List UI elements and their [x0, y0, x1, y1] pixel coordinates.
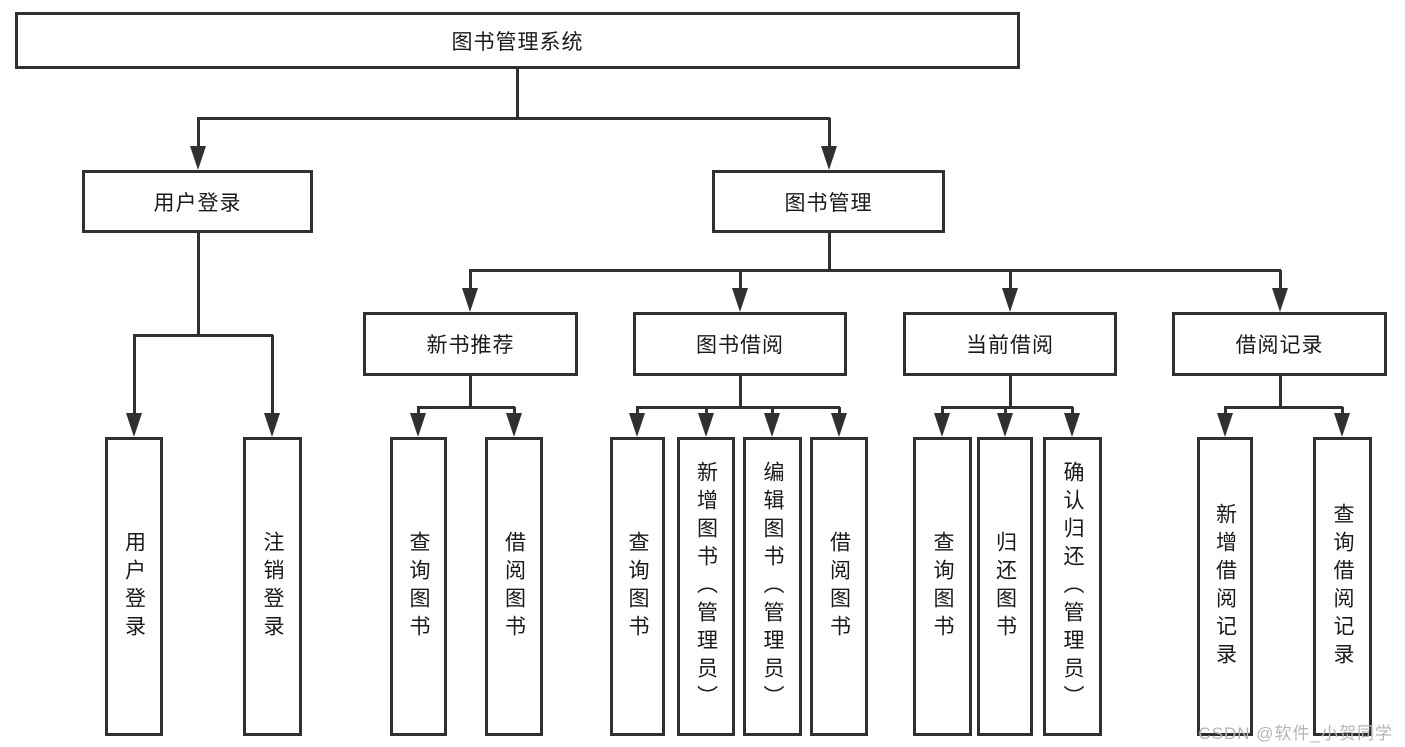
node-book-borrowing: 图书借阅 [633, 312, 847, 376]
connector-line [197, 233, 200, 337]
leaf-bb-edit-books-admin: 编辑图书（管理员） [743, 437, 802, 736]
connector-line [941, 406, 1073, 409]
node-book-management: 图书管理 [712, 170, 945, 233]
leaf-cb-return-books: 归还图书 [977, 437, 1033, 736]
connector-line [1279, 375, 1282, 409]
connector-line [828, 233, 831, 272]
connector-line [469, 269, 1281, 272]
connector-line [705, 407, 708, 417]
arrow-down-icon [126, 413, 142, 437]
arrow-down-icon [764, 413, 780, 437]
arrow-down-icon [1334, 413, 1350, 437]
node-borrowing-records: 借阅记录 [1172, 312, 1387, 376]
arrow-down-icon [1217, 413, 1233, 437]
connector-line [838, 407, 841, 417]
connector-line [417, 406, 515, 409]
connector-line [133, 334, 273, 337]
arrow-down-icon [190, 146, 206, 170]
leaf-user-login: 用户登录 [105, 437, 163, 736]
connector-line [513, 407, 516, 417]
connector-line [739, 270, 742, 292]
connector-line [636, 407, 639, 417]
connector-line [516, 68, 519, 120]
arrow-down-icon [821, 146, 837, 170]
connector-line [1071, 407, 1074, 417]
leaf-logout: 注销登录 [243, 437, 302, 736]
arrow-down-icon [1064, 413, 1080, 437]
connector-line [197, 118, 200, 150]
leaf-nbr-borrow-books: 借阅图书 [485, 437, 543, 736]
connector-line [417, 407, 420, 417]
connector-line [636, 406, 840, 409]
arrow-down-icon [831, 413, 847, 437]
arrow-down-icon [732, 288, 748, 312]
node-current-borrowing: 当前借阅 [903, 312, 1117, 376]
arrow-down-icon [264, 413, 280, 437]
leaf-bb-add-books-admin: 新增图书（管理员） [677, 437, 735, 736]
leaf-cb-confirm-return-admin: 确认归还（管理员） [1043, 437, 1102, 736]
connector-line [1224, 406, 1343, 409]
connector-line [469, 375, 472, 409]
connector-line [771, 407, 774, 417]
connector-line [1279, 270, 1282, 292]
connector-line [1224, 407, 1227, 417]
arrow-down-icon [629, 413, 645, 437]
node-library-management-system: 图书管理系统 [15, 12, 1020, 69]
node-new-book-recommend: 新书推荐 [363, 312, 578, 376]
connector-line [941, 407, 944, 417]
csdn-watermark: CSDN @软件_小贺同学 [1198, 724, 1393, 743]
leaf-bb-borrow-books: 借阅图书 [810, 437, 868, 736]
connector-line [197, 117, 830, 120]
connector-line [133, 335, 136, 418]
connector-line [1009, 375, 1012, 409]
arrow-down-icon [997, 413, 1013, 437]
leaf-br-query-record: 查询借阅记录 [1313, 437, 1372, 736]
arrow-down-icon [1002, 288, 1018, 312]
connector-line [1009, 270, 1012, 292]
leaf-bb-query-books: 查询图书 [610, 437, 665, 736]
connector-line [828, 118, 831, 150]
leaf-cb-query-books: 查询图书 [913, 437, 972, 736]
arrow-down-icon [410, 413, 426, 437]
connector-line [739, 375, 742, 409]
connector-line [271, 335, 274, 418]
arrow-down-icon [462, 288, 478, 312]
arrow-down-icon [1272, 288, 1288, 312]
arrow-down-icon [934, 413, 950, 437]
leaf-nbr-query-books: 查询图书 [390, 437, 447, 736]
connector-line [469, 270, 472, 292]
connector-line [1341, 407, 1344, 417]
leaf-br-add-record: 新增借阅记录 [1197, 437, 1253, 736]
arrow-down-icon [506, 413, 522, 437]
node-user-login: 用户登录 [82, 170, 313, 233]
arrow-down-icon [698, 413, 714, 437]
connector-line [1004, 407, 1007, 417]
